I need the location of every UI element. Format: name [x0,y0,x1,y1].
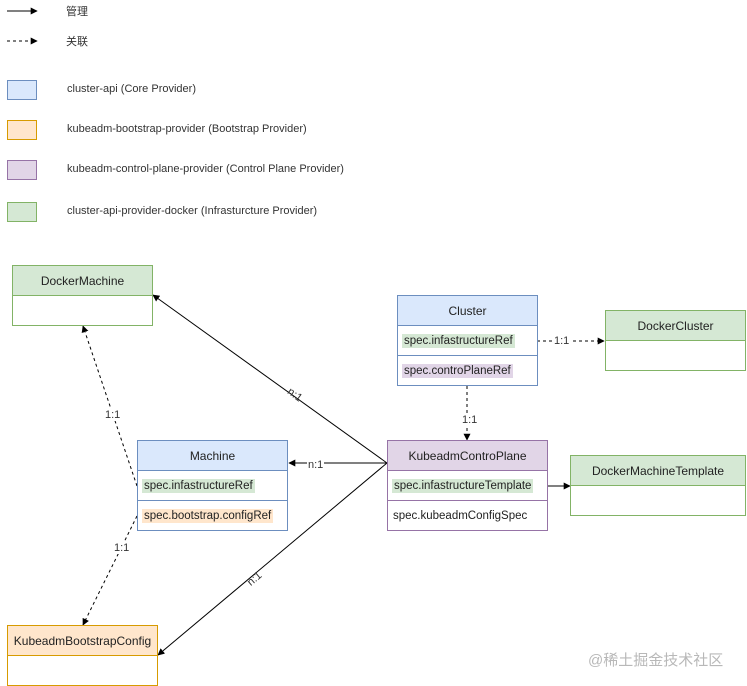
node-docker-machine-template[interactable]: DockerMachineTemplate [570,455,746,516]
node-docker-cluster[interactable]: DockerCluster [605,310,746,371]
legend-label-infra: cluster-api-provider-docker (Infrasturct… [67,205,318,217]
edge-label-machine-dockermachine: 1:1 [104,409,122,421]
kbc-title: KubeadmBootstrapConfig [8,626,157,656]
machine-title: Machine [138,441,287,471]
edge-machine-kbc [82,515,138,626]
edge-label-machine-kbc: 1:1 [113,542,131,554]
legend-swatch-infra [7,202,37,222]
cluster-title: Cluster [398,296,537,326]
kcp-config-spec: spec.kubeadmConfigSpec [393,510,528,522]
legend-label-core: cluster-api (Core Provider) [67,83,196,95]
docker-machine-title: DockerMachine [13,266,152,296]
watermark: @稀土掘金技术社区 [588,652,724,669]
kcp-row-config-spec: spec.kubeadmConfigSpec [388,501,547,531]
legend-manage-label: 管理 [66,6,88,18]
legend-relate-label: 关联 [66,36,88,48]
node-kubeadm-control-plane[interactable]: KubeadmControPlane spec.infastructureTem… [387,440,548,531]
node-docker-machine[interactable]: DockerMachine [12,265,153,326]
legend-swatch-controlplane [7,160,37,180]
edge-kcp-kbc [157,462,388,656]
cluster-row-infra: spec.infastructureRef [398,326,537,356]
edge-label-cluster-kcp: 1:1 [461,414,479,426]
node-machine[interactable]: Machine spec.infastructureRef spec.boots… [137,440,288,531]
legend-label-bootstrap: kubeadm-bootstrap-provider (Bootstrap Pr… [67,123,307,135]
dmt-title: DockerMachineTemplate [571,456,745,486]
edge-label-cluster-dockercluster: 1:1 [553,335,571,347]
kcp-infra-template: spec.infastructureTemplate [392,478,534,493]
cluster-controlplane-ref: spec.controPlaneRef [402,364,513,378]
machine-row-infra: spec.infastructureRef [138,471,287,501]
edge-kcp-dockermachine [152,294,388,464]
edge-machine-dockermachine [81,325,138,487]
edge-label-kcp-machine: n:1 [307,459,325,471]
node-cluster[interactable]: Cluster spec.infastructureRef spec.contr… [397,295,538,386]
machine-infra-ref: spec.infastructureRef [142,478,255,493]
legend-swatch-core [7,80,37,100]
docker-cluster-title: DockerCluster [606,311,745,341]
kcp-title: KubeadmControPlane [388,441,547,471]
cluster-infra-ref: spec.infastructureRef [402,333,515,348]
kcp-row-infra-template: spec.infastructureTemplate [388,471,547,501]
legend-swatch-bootstrap [7,120,37,140]
machine-row-bootstrap: spec.bootstrap.configRef [138,501,287,531]
machine-bootstrap-ref: spec.bootstrap.configRef [142,509,274,523]
legend-label-controlplane: kubeadm-control-plane-provider (Control … [67,163,344,175]
cluster-row-controlplane: spec.controPlaneRef [398,356,537,386]
node-kubeadm-bootstrap-config[interactable]: KubeadmBootstrapConfig [7,625,158,686]
